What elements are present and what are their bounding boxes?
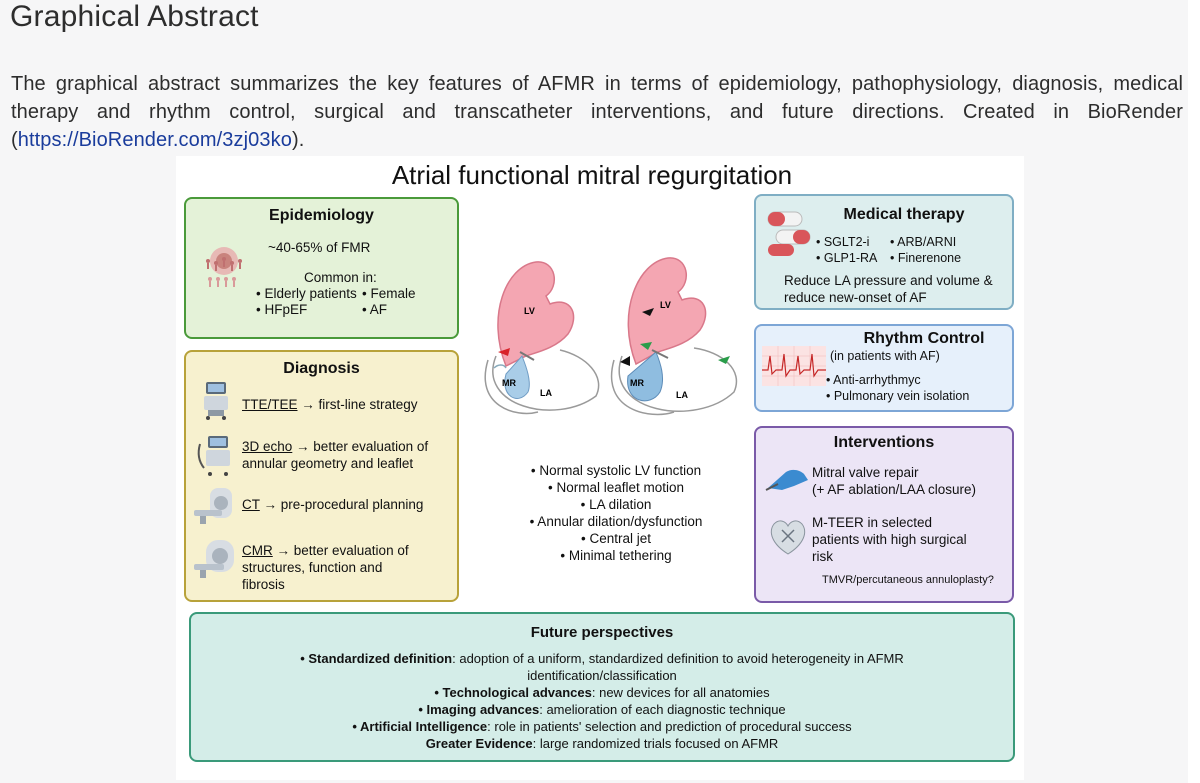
epidemiology-box: Epidemiology ~40-65% of FMR Common in: •… (184, 197, 459, 339)
description-end: ). (291, 129, 305, 151)
ultrasound-machine-icon (204, 382, 228, 420)
echo-3d-icon (197, 436, 230, 476)
mr-label-left: MR (502, 378, 516, 388)
description-text: The graphical abstract summarizes the ke… (11, 73, 1183, 151)
medical-therapy-title: Medical therapy (843, 206, 965, 223)
medical-therapy-box: Medical therapy • SGLT2-i • ARB/ARNI • G… (754, 194, 1014, 310)
abstract-description: The graphical abstract summarizes the ke… (11, 70, 1183, 154)
center-findings-list: • Normal systolic LV function • Normal l… (488, 462, 744, 564)
finding-leaflet-motion: • Normal leaflet motion (547, 480, 685, 495)
future-item-evidence: Greater Evidence: large randomized trial… (425, 736, 779, 751)
diag-cmr-line: CMR → better evaluation of (242, 543, 409, 558)
rhythm-control-box: Rhythm Control (in patients with AF) • A… (754, 324, 1014, 412)
diag-cmr-line2: structures, function and (242, 560, 383, 575)
ct-scanner-icon (194, 488, 232, 524)
lv-label-left: LV (524, 306, 535, 316)
diag-3d-echo-line: 3D echo → better evaluation of (242, 439, 429, 454)
finding-central-jet: • Central jet (580, 531, 651, 546)
diag-cmr-line3: fibrosis (242, 577, 285, 592)
biorender-link[interactable]: https://BioRender.com/3zj03ko (17, 129, 292, 151)
epidemiology-title: Epidemiology (269, 207, 374, 224)
heart-afmr-illustration: LV MR LA (611, 257, 737, 416)
mri-scanner-icon (194, 540, 234, 578)
intervention-repair-line2: (+ AF ablation/LAA closure) (812, 482, 976, 497)
fmr-stat: ~40-65% of FMR (268, 240, 371, 255)
diag-ct-line: CT → pre-procedural planning (242, 497, 424, 512)
epi-item-female: • Female (362, 286, 416, 301)
la-label-right: LA (676, 390, 688, 400)
drug-glp1: • GLP1-RA (816, 251, 878, 265)
la-label-left: LA (540, 388, 552, 398)
rhythm-control-subtitle: (in patients with AF) (830, 349, 940, 363)
intervention-teer-line1: M-TEER in selected (812, 515, 933, 530)
rhythm-control-title: Rhythm Control (863, 330, 985, 347)
population-icon (206, 247, 242, 287)
finding-lv-function: • Normal systolic LV function (530, 463, 702, 478)
future-item-imaging: • Imaging advances: amelioration of each… (418, 702, 786, 717)
intervention-teer-line2: patients with high surgical (812, 532, 967, 547)
common-in-label: Common in: (304, 270, 377, 285)
interventions-title: Interventions (833, 434, 935, 451)
heart-normal-illustration: LV MR LA (484, 261, 600, 415)
drug-arb-arni: • ARB/ARNI (890, 235, 957, 249)
future-item-ai: • Artificial Intelligence: role in patie… (352, 719, 852, 734)
figure-title: Atrial functional mitral regurgitation (391, 160, 793, 190)
heart-device-icon (770, 520, 806, 555)
intervention-repair-line1: Mitral valve repair (812, 465, 919, 480)
mr-label-right: MR (630, 378, 644, 388)
section-heading: Graphical Abstract (10, 0, 259, 33)
epi-item-elderly: • Elderly patients (256, 286, 357, 301)
medical-therapy-line1: Reduce LA pressure and volume & (784, 273, 993, 288)
finding-annular-dilation: • Annular dilation/dysfunction (529, 514, 703, 529)
finding-la-dilation: • LA dilation (580, 497, 652, 512)
rhythm-item-pvi: • Pulmonary vein isolation (826, 389, 970, 403)
intervention-teer-line3: risk (812, 549, 833, 564)
medical-therapy-line2: reduce new-onset of AF (784, 290, 927, 305)
future-perspectives-box: Future perspectives • Standardized defin… (189, 612, 1015, 762)
epi-item-hfpef: • HFpEF (256, 302, 308, 317)
future-item-definition: • Standardized definition: adoption of a… (300, 651, 904, 666)
diag-3d-echo-line2: annular geometry and leaflet (242, 456, 414, 471)
pills-icon (767, 211, 811, 256)
future-item-definition-cont: identification/classification (527, 668, 677, 683)
diagnosis-title: Diagnosis (283, 360, 360, 377)
lv-label-right: LV (660, 300, 671, 310)
future-perspectives-title: Future perspectives (530, 624, 674, 641)
epi-item-af: • AF (362, 302, 387, 317)
intervention-question: TMVR/percutaneous annuloplasty? (822, 574, 994, 586)
finding-minimal-tethering: • Minimal tethering (560, 548, 672, 563)
future-item-technology: • Technological advances: new devices fo… (434, 685, 770, 700)
diag-tte-line: TTE/TEE → first-line strategy (242, 397, 418, 412)
interventions-box: Interventions Mitral valve repair (+ AF … (754, 426, 1014, 603)
rhythm-item-antiarrhythmic: • Anti-arrhythmyc (826, 373, 921, 387)
drug-sglt2: • SGLT2-i (816, 235, 870, 249)
ecg-icon (762, 346, 826, 386)
surgical-glove-icon (765, 469, 808, 491)
graphical-abstract-figure: Atrial functional mitral regurgitation E… (176, 156, 1024, 780)
diagnosis-box: Diagnosis TTE/TEE → first-line strategy … (184, 350, 459, 602)
drug-finerenone: • Finerenone (890, 251, 962, 265)
future-perspectives-list: • Standardized definition: adoption of a… (191, 650, 1013, 752)
